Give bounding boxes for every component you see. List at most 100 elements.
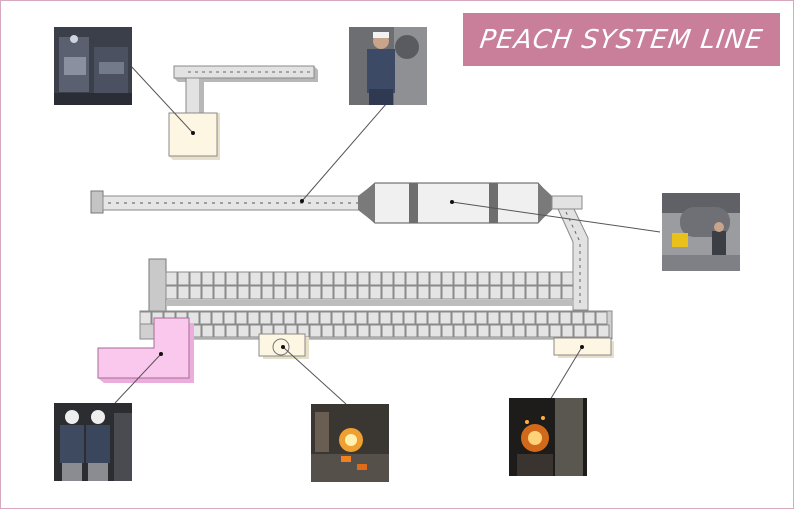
mold-box xyxy=(333,271,346,286)
mold-box xyxy=(477,285,490,300)
mold-box xyxy=(223,311,236,325)
mold-box xyxy=(177,271,190,286)
mold-box xyxy=(393,324,406,338)
leader-dots xyxy=(159,131,584,356)
mold-box xyxy=(213,271,226,286)
mold-box xyxy=(453,324,466,338)
mold-box xyxy=(357,324,370,338)
mold-box xyxy=(309,324,322,338)
mold-box xyxy=(381,324,394,338)
mold-box xyxy=(489,271,502,286)
mold-box xyxy=(487,311,500,325)
mold-box xyxy=(357,271,370,286)
mold-box xyxy=(139,311,152,325)
mold-box xyxy=(573,324,586,338)
mold-box xyxy=(213,285,226,300)
mold-box xyxy=(549,324,562,338)
mold-box xyxy=(369,324,382,338)
mold-box xyxy=(165,271,178,286)
mold-box xyxy=(165,285,178,300)
mold-box xyxy=(405,324,418,338)
pink-station xyxy=(97,317,194,383)
photo-right xyxy=(662,193,740,271)
mold-box xyxy=(585,324,598,338)
mold-box xyxy=(417,324,430,338)
mold-box xyxy=(225,271,238,286)
mold-box xyxy=(439,311,452,325)
leader-lines xyxy=(114,64,661,405)
mold-box xyxy=(499,311,512,325)
mold-box xyxy=(391,311,404,325)
mold-box xyxy=(309,285,322,300)
mold-box xyxy=(453,285,466,300)
mold-box xyxy=(571,311,584,325)
mold-box xyxy=(535,311,548,325)
mold-box xyxy=(417,271,430,286)
photo-top-left xyxy=(54,27,132,105)
mold-box xyxy=(561,324,574,338)
mold-box xyxy=(369,285,382,300)
mold-box xyxy=(525,285,538,300)
mold-box xyxy=(211,311,224,325)
mold-box xyxy=(523,311,536,325)
mold-line-upper xyxy=(148,258,574,312)
mold-box xyxy=(597,324,610,338)
mold-box xyxy=(235,311,248,325)
mold-box xyxy=(343,311,356,325)
mold-box xyxy=(369,271,382,286)
photo-bottom-right xyxy=(509,398,587,476)
mold-box xyxy=(355,311,368,325)
mold-box xyxy=(511,311,524,325)
mold-box xyxy=(225,324,238,338)
mold-box xyxy=(463,311,476,325)
mold-box xyxy=(547,311,560,325)
mold-box xyxy=(321,271,334,286)
photo-bottom-left xyxy=(54,403,132,481)
mold-box xyxy=(259,311,272,325)
mold-box xyxy=(477,271,490,286)
mold-box xyxy=(381,285,394,300)
mold-box xyxy=(489,285,502,300)
mold-box xyxy=(319,311,332,325)
mold-box xyxy=(189,271,202,286)
mold-box xyxy=(285,271,298,286)
mold-box xyxy=(379,311,392,325)
mold-box xyxy=(177,285,190,300)
mold-box xyxy=(187,311,200,325)
mold-box xyxy=(273,271,286,286)
mold-box xyxy=(537,324,550,338)
mold-box xyxy=(225,285,238,300)
title-banner: PEACH SYSTEM LINE xyxy=(463,13,780,66)
mold-box xyxy=(427,311,440,325)
photo-bottom-center xyxy=(311,404,389,482)
mold-box xyxy=(477,324,490,338)
mold-box xyxy=(201,285,214,300)
mold-box xyxy=(405,271,418,286)
furnace-station xyxy=(553,337,614,358)
mold-box xyxy=(333,285,346,300)
mold-box xyxy=(561,285,574,300)
mold-box xyxy=(441,285,454,300)
mold-box xyxy=(307,311,320,325)
mold-box xyxy=(429,285,442,300)
mold-line-lower xyxy=(139,310,613,340)
mold-box xyxy=(237,324,250,338)
mold-box xyxy=(475,311,488,325)
mold-box xyxy=(549,271,562,286)
mold-box xyxy=(583,311,596,325)
pour-station xyxy=(258,333,309,359)
mold-box xyxy=(367,311,380,325)
mold-box xyxy=(415,311,428,325)
mold-box xyxy=(429,324,442,338)
mold-box xyxy=(331,311,344,325)
mold-box xyxy=(381,271,394,286)
top-station xyxy=(168,112,220,160)
mold-box xyxy=(501,285,514,300)
mold-box xyxy=(199,311,212,325)
mold-box xyxy=(249,285,262,300)
drum-exit-conveyor xyxy=(551,195,589,311)
mold-box xyxy=(249,271,262,286)
mold-box xyxy=(297,271,310,286)
top-conveyor xyxy=(173,65,318,119)
